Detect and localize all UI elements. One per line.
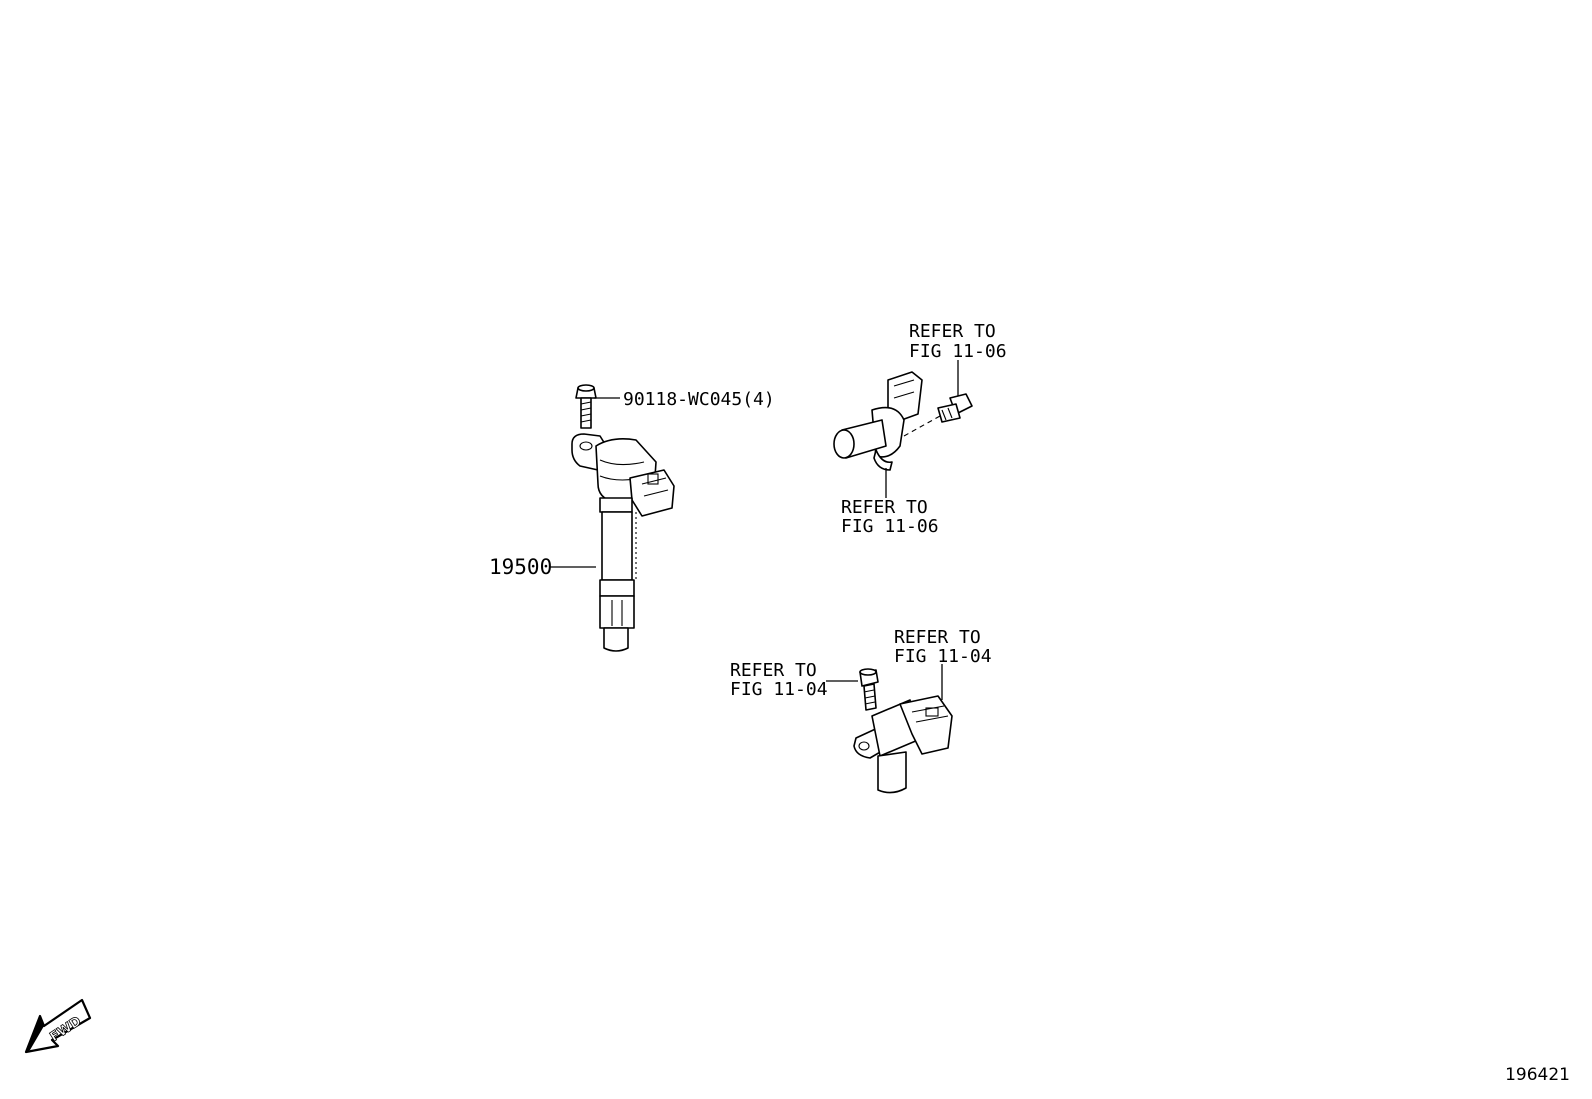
crank-ref-right-line1[interactable]: REFER TO — [894, 627, 981, 648]
cam-ref-top-line2[interactable]: FIG 11-06 — [909, 341, 1007, 362]
coil-part-number[interactable]: 19500 — [489, 555, 552, 579]
cam-bolt-dashed-line — [903, 415, 941, 437]
cam-ref-bottom-line2[interactable]: FIG 11-06 — [841, 516, 939, 537]
crank-ref-left-line2[interactable]: FIG 11-04 — [730, 679, 828, 700]
crank-ref-left-line1[interactable]: REFER TO — [730, 660, 817, 681]
bolt-part-number[interactable]: 90118-WC045(4) — [623, 389, 775, 410]
fwd-arrow-icon: FWD — [24, 998, 92, 1054]
cam-sensor-bolt[interactable] — [937, 393, 973, 423]
camshaft-position-sensor[interactable] — [833, 371, 923, 471]
figure-id: 196421 — [1505, 1065, 1570, 1085]
cam-ref-top-line1[interactable]: REFER TO — [909, 321, 996, 342]
coil-bolt[interactable] — [575, 384, 597, 429]
crankshaft-position-sensor[interactable] — [853, 695, 953, 794]
crank-sensor-bolt[interactable] — [859, 668, 879, 711]
cam-ref-bottom-line1[interactable]: REFER TO — [841, 497, 928, 518]
crank-ref-right-line2[interactable]: FIG 11-04 — [894, 646, 992, 667]
ignition-coil[interactable] — [571, 433, 675, 652]
